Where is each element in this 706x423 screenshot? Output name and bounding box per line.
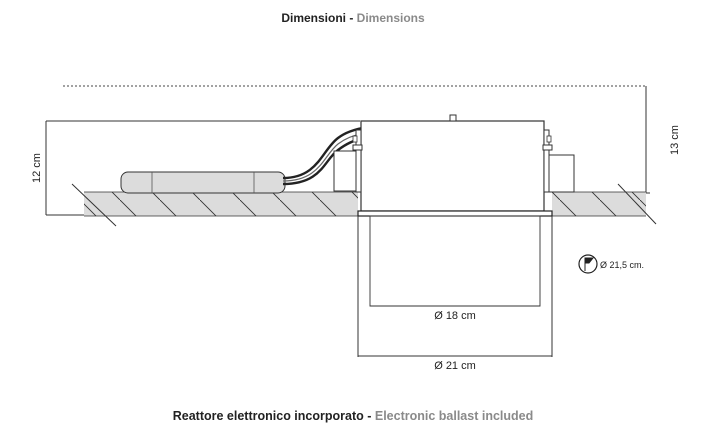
title-separator: - [346, 11, 357, 25]
outer-diameter-label: Ø 21 cm [434, 360, 476, 372]
ceiling-right [552, 183, 657, 225]
spring-clip-left [333, 129, 363, 193]
height-12-label: 12 cm [31, 153, 43, 183]
cutout-icon [578, 254, 598, 274]
footer-separator: - [363, 409, 375, 423]
footer-italian: Reattore elettronico incorporato [172, 409, 364, 423]
diagram-title: Dimensioni - Dimensions [0, 11, 706, 25]
height-13-label: 13 cm [669, 125, 681, 155]
footer-caption: Reattore elettronico incorporato - Elect… [0, 409, 706, 423]
fixture-housing [360, 114, 545, 212]
inner-diameter-label: Ø 18 cm [434, 310, 476, 322]
height-13-dimension: 13 cm [620, 86, 681, 194]
title-italian: Dimensioni [281, 11, 346, 25]
trim-ring [357, 210, 553, 217]
outer-diameter-dimension: Ø 21 cm [358, 355, 552, 372]
spring-clip-right [542, 129, 575, 193]
title-english: Dimensions [356, 11, 425, 25]
cutout-label: Ø 21,5 cm. [600, 260, 644, 270]
reflector [369, 215, 541, 307]
footer-english: Electronic ballast included [374, 409, 534, 423]
ballast [120, 171, 286, 194]
inner-diameter-dimension: Ø 18 cm [370, 305, 540, 322]
